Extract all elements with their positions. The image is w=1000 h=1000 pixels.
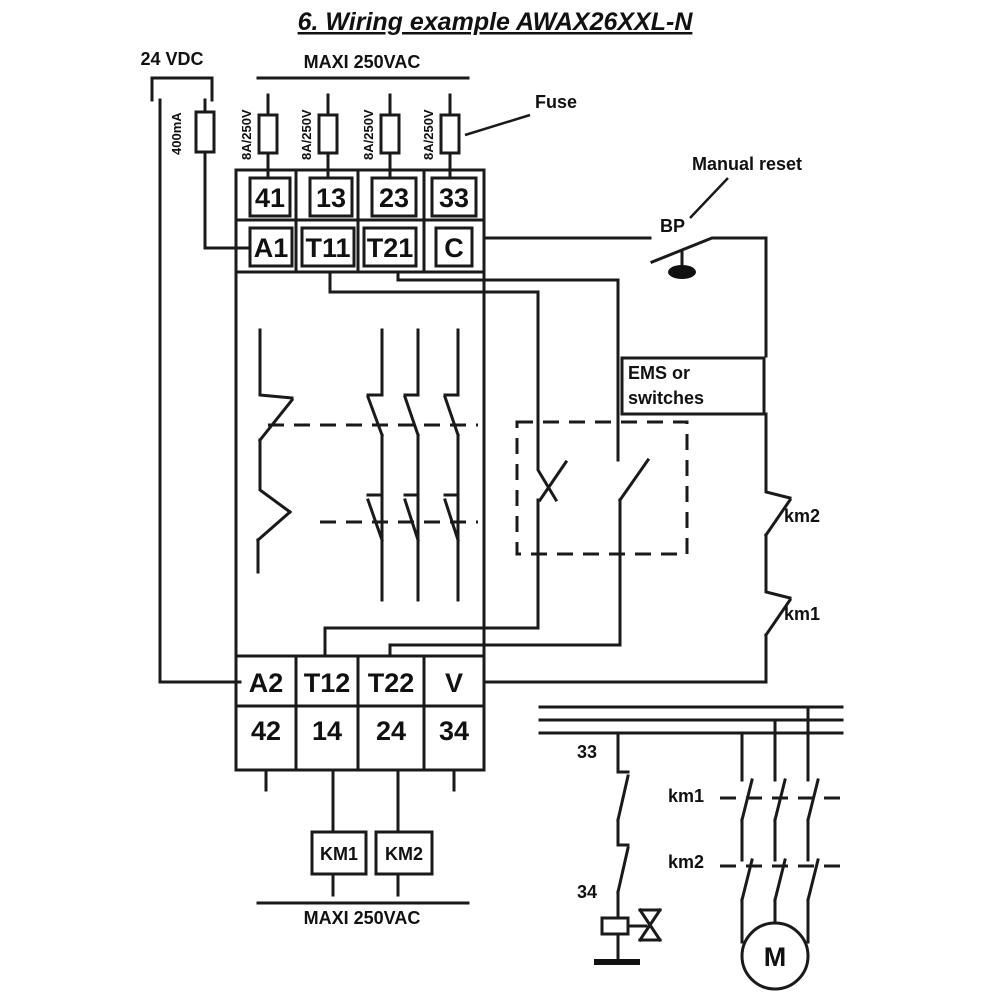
terminal-t11: T11 [305,233,350,263]
terminal-t21: T21 [367,233,414,263]
terminal-a2: A2 [249,668,284,698]
terminal-a1: A1 [254,233,289,263]
terminal-t22: T22 [368,668,415,698]
dc-fuse-to-a1-wire [203,150,250,250]
dc-fuse [194,110,216,154]
terminal-13: 13 [316,183,346,213]
terminal-t12: T12 [304,668,351,698]
bp-label: BP [660,216,685,236]
terminal-33: 33 [439,183,469,213]
coil-km1-label: KM1 [320,844,358,864]
terminal-24: 24 [376,716,406,746]
motor [740,921,810,991]
ac-supply-label-top: MAXI 250VAC [304,52,421,72]
power-km2-label: km2 [668,852,704,872]
terminal-14: 14 [312,716,342,746]
terminal-v: V [445,668,463,698]
ems-contact-1 [537,459,569,503]
ac-fuse-group [257,93,461,180]
terminal-23: 23 [379,183,409,213]
terminal-42: 42 [251,716,281,746]
terminal-c: C [444,233,464,263]
valve-terminal-33: 33 [577,742,597,762]
t11-to-ems-wire [328,270,559,503]
fuse-rating-41: 8A/250V [239,109,254,160]
fuse-leader [464,113,531,137]
bp-contact [650,236,768,358]
dc-negative-to-a2-wire [158,98,242,684]
terminal-41: 41 [255,183,285,213]
valve-icon [626,907,663,943]
valve-solenoid [600,916,630,936]
top-terminal-boxes [248,176,478,268]
valve-circuit-contacts [616,731,630,917]
fuse-label: Fuse [535,92,577,112]
ems-contact-2 [617,457,651,503]
relay-body [234,168,486,772]
motor-label: M [764,942,787,972]
ems-label-line1: EMS or [628,363,690,383]
internal-relay-contacts [255,328,478,602]
manual-reset-label: Manual reset [692,154,802,174]
valve-terminal-34: 34 [577,882,597,902]
fuse-rating-23: 8A/250V [361,109,376,160]
ems-dashed-group [515,420,689,556]
ems-label-line2: switches [628,388,704,408]
ems-box [620,356,766,416]
power-bus [538,705,844,735]
t21-to-ems-wire [396,270,620,462]
dc-supply-bracket [150,76,214,102]
motor-power-contacts [720,705,842,944]
manual-reset-leader [689,177,729,219]
ems-to-t22-wire [388,498,622,658]
diagram-title: 6. Wiring example AWAX26XXL-N [298,8,694,36]
feedback-km1-label: km1 [784,604,820,624]
relay-output-wires [264,768,456,897]
power-km1-label: km1 [668,786,704,806]
relay-column-dividers [294,168,426,772]
coil-km1 [310,830,368,876]
dc-supply-label: 24 VDC [140,49,203,69]
feedback-chain [482,412,793,684]
coil-km2-label: KM2 [385,844,423,864]
dc-fuse-rating: 400mA [169,112,184,155]
ac-supply-label-bottom: MAXI 250VAC [304,908,421,928]
feedback-km2-label: km2 [784,506,820,526]
bp-pushbutton [668,265,696,279]
fuse-rating-33: 8A/250V [421,109,436,160]
fuse-rating-13: 8A/250V [299,109,314,160]
terminal-34: 34 [439,716,469,746]
ems-to-t12-wire [323,498,540,658]
coil-km2 [374,830,434,876]
